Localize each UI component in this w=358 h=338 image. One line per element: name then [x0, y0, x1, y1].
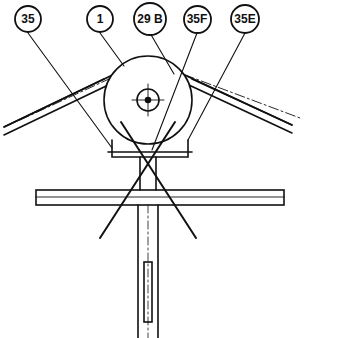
balloon-circle [15, 6, 41, 32]
balloon-circle [231, 5, 259, 33]
callout-balloon: 35 [14, 5, 42, 33]
callout-number: 29 B [137, 13, 162, 25]
center-line [132, 100, 164, 101]
callout-number: 35 [21, 13, 34, 25]
balloon-circle [134, 3, 166, 35]
callout-number: 1 [97, 13, 104, 25]
leader-line [152, 33, 197, 150]
callout-number: 35F [187, 13, 208, 25]
rod [138, 205, 158, 338]
cross-line [100, 122, 175, 238]
leader-line [188, 33, 245, 140]
callout-balloon: 35F [183, 5, 212, 34]
balloon-circle [184, 6, 211, 33]
bracket [108, 151, 192, 153]
plate [36, 190, 284, 205]
leader-line [150, 33, 174, 74]
cross-line [121, 122, 196, 238]
leader-line [100, 33, 124, 66]
callout-balloon: 35E [230, 4, 260, 34]
callout-balloon: 1 [86, 5, 114, 33]
leader-line [28, 33, 112, 148]
cable-line [4, 79, 292, 127]
center-line [148, 205, 149, 338]
callout-balloon: 29 B [133, 2, 167, 36]
plate [36, 197, 284, 198]
pulley [104, 56, 192, 144]
bracket [112, 140, 188, 157]
balloon-circle [87, 6, 113, 32]
callout-number: 35E [234, 13, 255, 25]
